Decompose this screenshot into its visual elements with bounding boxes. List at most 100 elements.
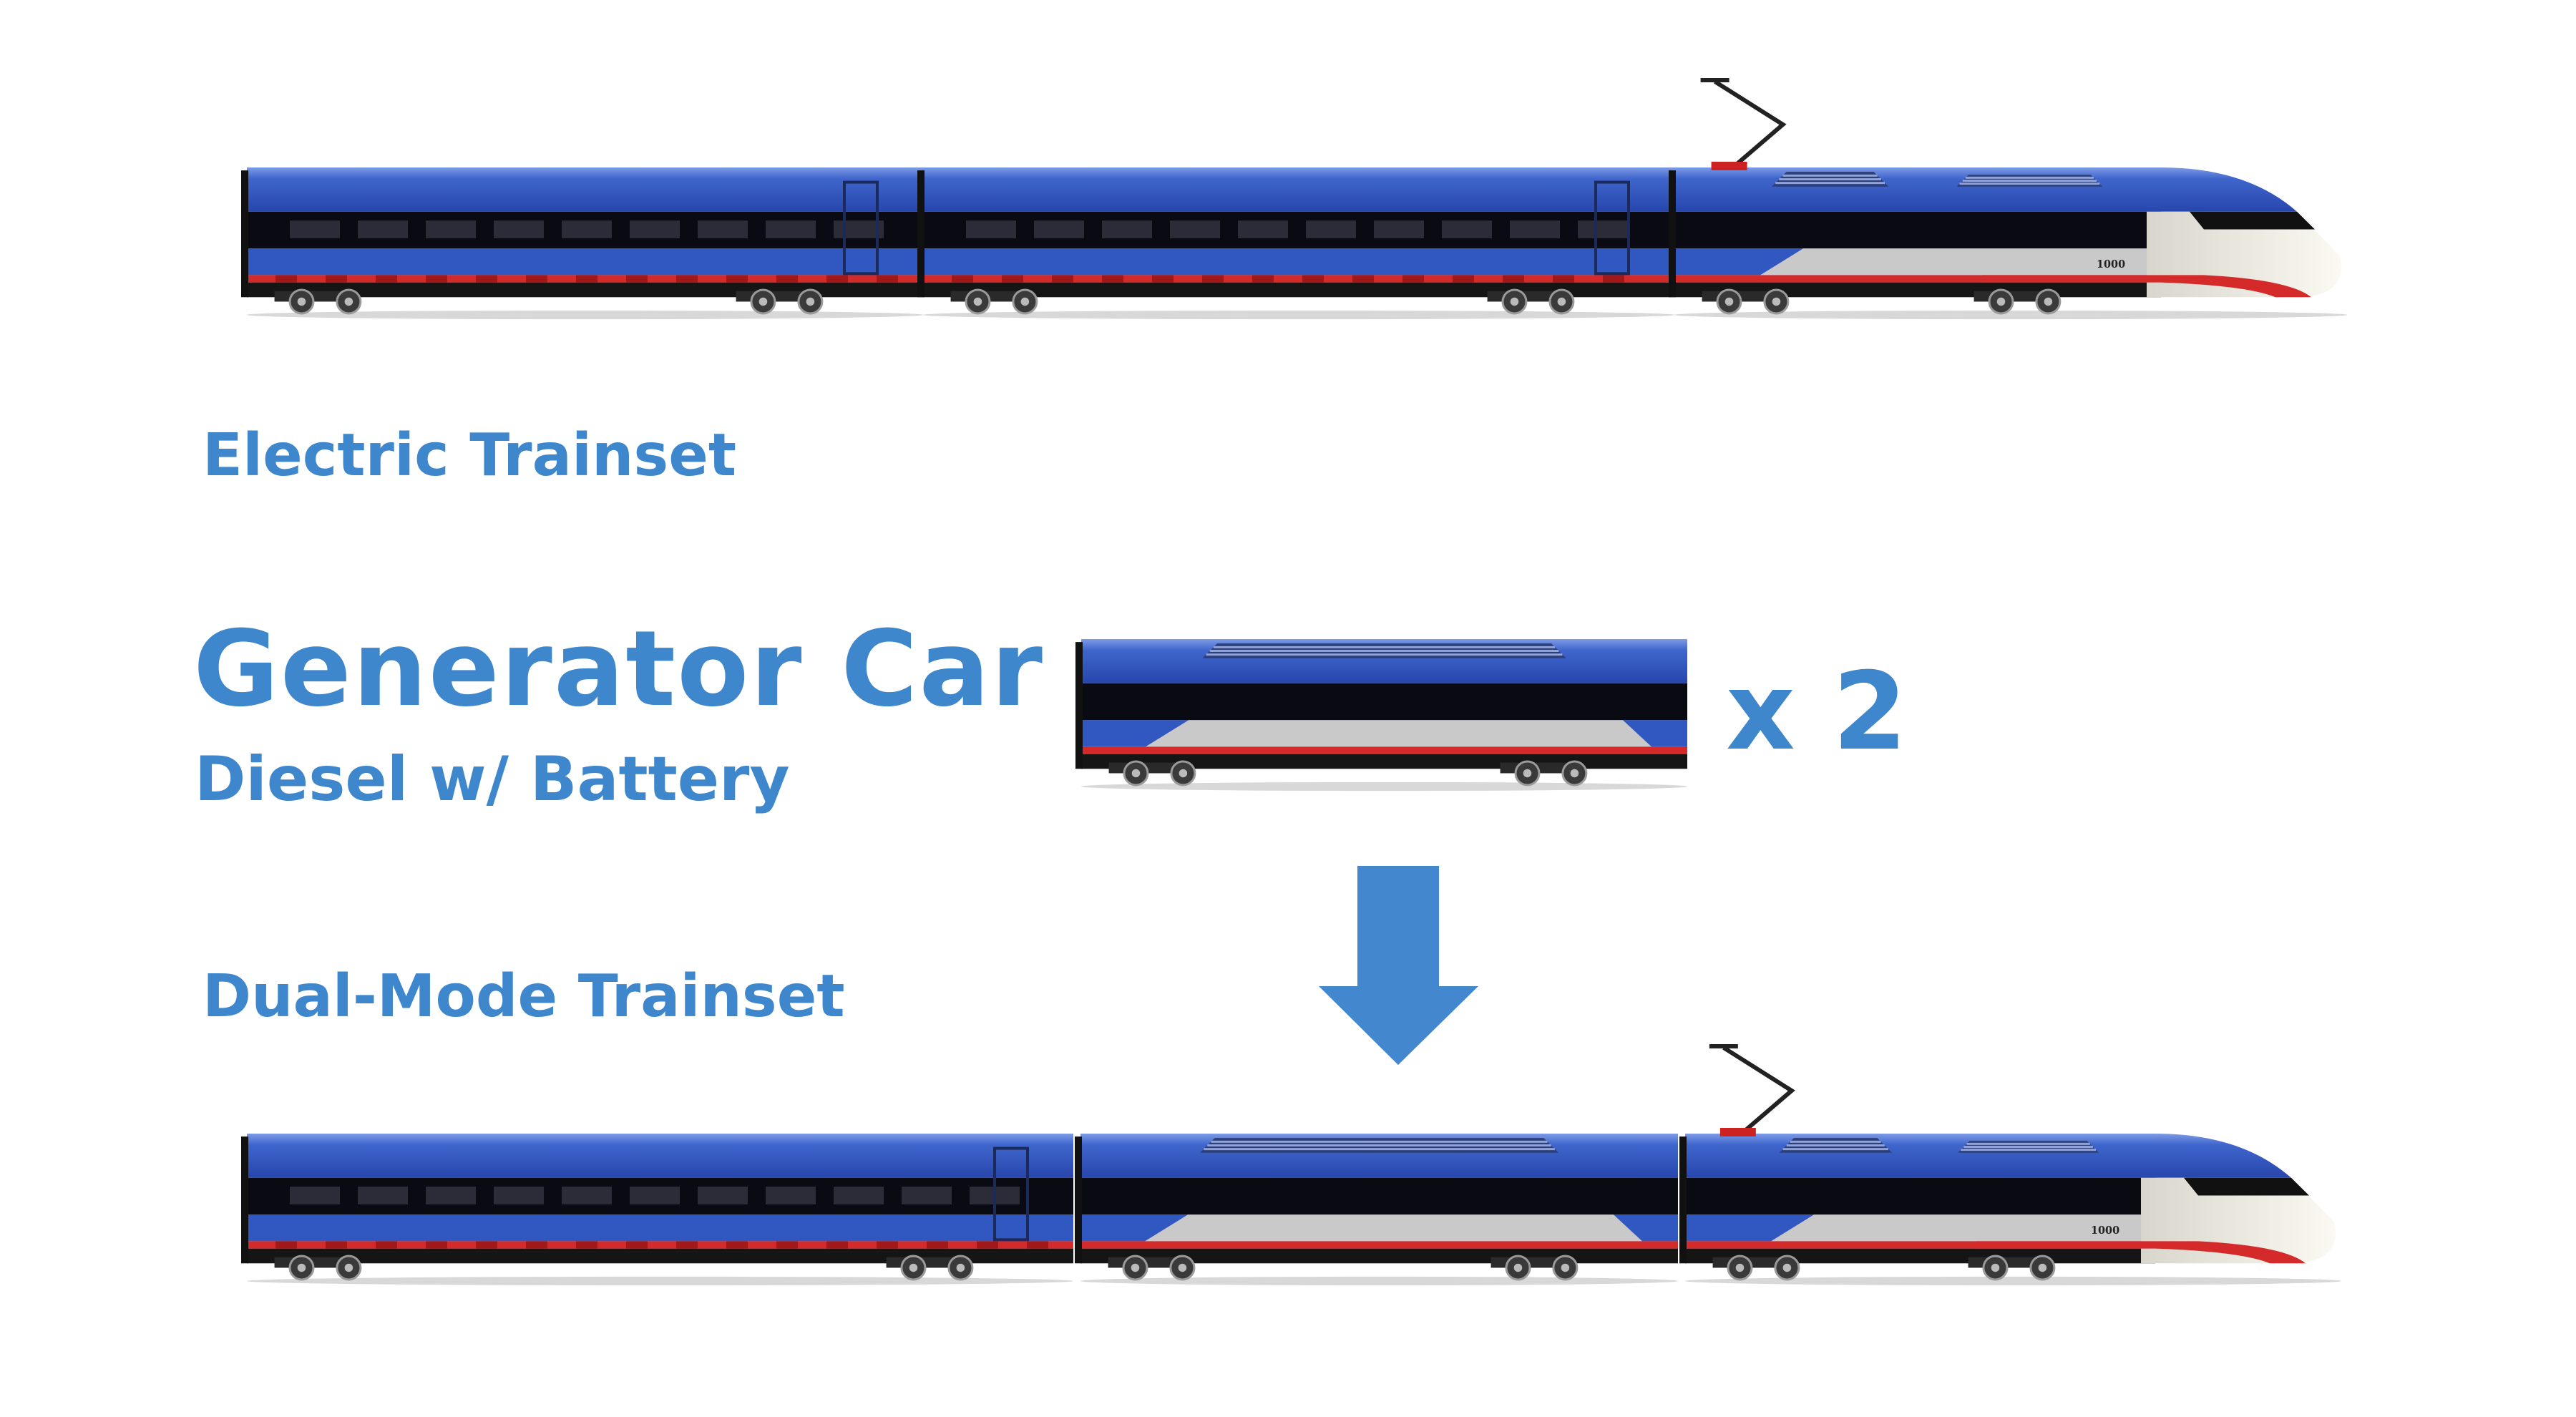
skirt-mark [576, 1241, 597, 1249]
window [562, 220, 612, 238]
skirt-mark [877, 275, 898, 283]
wheel-hub [758, 297, 768, 306]
skirt-mark [776, 275, 798, 283]
wheel-hub [1513, 1263, 1523, 1272]
train-number: 1000 [2097, 258, 2125, 271]
coach-car [917, 167, 1674, 320]
grey-side-panel [1760, 248, 2204, 276]
ground-shadow [923, 310, 1674, 320]
ground-shadow [1081, 781, 1687, 792]
generator-car [1075, 1134, 1678, 1286]
nose-roof [2155, 1134, 2291, 1178]
down-arrow-icon [1319, 866, 1478, 1065]
window [902, 1187, 952, 1204]
wheel-hub [1561, 1263, 1570, 1272]
wheel-hub [1782, 1263, 1792, 1272]
power-car: 1000 [1669, 78, 2347, 320]
window [426, 1187, 476, 1204]
cab-window [2190, 211, 2315, 230]
door [1594, 180, 1630, 276]
skirt-mark [927, 1241, 948, 1249]
pantograph [1722, 1046, 1795, 1136]
wheel-hub [2044, 297, 2053, 306]
grey-side-panel [1771, 1214, 2198, 1242]
skirt-mark [1252, 275, 1274, 283]
skirt-mark [776, 1241, 798, 1249]
red-stripe [247, 1241, 1073, 1249]
skirt-mark [826, 1241, 848, 1249]
skirt-mark [526, 275, 547, 283]
pantograph-base [1719, 1128, 1756, 1136]
window [698, 1187, 748, 1204]
ground-shadow [1685, 1276, 2341, 1286]
gangway [241, 170, 248, 298]
roof-band [1674, 167, 2161, 212]
window-band [1674, 211, 2161, 249]
coach-car [241, 1134, 1073, 1286]
window [630, 1187, 680, 1204]
wheel-hub [1557, 297, 1566, 306]
window [834, 1187, 884, 1204]
ground-shadow [1080, 1276, 1678, 1286]
skirt-mark [1002, 275, 1023, 283]
train-number: 1000 [2091, 1224, 2119, 1237]
door [993, 1146, 1029, 1242]
window [1238, 220, 1288, 238]
gangway [917, 170, 924, 298]
window [1374, 220, 1424, 238]
dual-mode-trainset-label: Dual-Mode Trainset [203, 963, 845, 1031]
lower-blue-band [923, 248, 1674, 276]
underframe [247, 1248, 1073, 1264]
skirt-mark [826, 275, 848, 283]
coach-car [241, 167, 923, 320]
window [494, 1187, 544, 1204]
roof-band [247, 1134, 1073, 1178]
window [1170, 220, 1220, 238]
skirt-mark [1152, 275, 1174, 283]
skirt-mark [877, 1241, 898, 1249]
skirt-mark [1553, 275, 1574, 283]
window [358, 220, 408, 238]
gangway [1669, 170, 1676, 298]
skirt-mark [1402, 275, 1424, 283]
skirt-mark [1603, 275, 1624, 283]
quantity-multiplier: x 2 [1726, 650, 1908, 774]
skirt-mark [1503, 275, 1524, 283]
wheel-hub [956, 1263, 965, 1272]
red-stripe [1081, 746, 1687, 754]
skirt-mark [275, 275, 297, 283]
wheel-hub [1996, 297, 2006, 306]
ground-shadow [247, 1276, 1073, 1286]
window [494, 220, 544, 238]
electric-trainset-image: 1000 [241, 78, 2347, 320]
skirt-mark [1302, 275, 1324, 283]
lower-blue-band [247, 1214, 1073, 1242]
red-stripe [1685, 1241, 2155, 1249]
skirt-mark [1453, 275, 1474, 283]
roof-band [923, 167, 1674, 212]
window [290, 220, 340, 238]
skirt-mark [676, 275, 698, 283]
roof-band [1685, 1134, 2155, 1178]
grey-side-panel [1145, 1214, 1642, 1242]
skirt-mark [726, 275, 748, 283]
skirt-mark [952, 275, 973, 283]
roof-band [247, 167, 923, 212]
dual-mode-trainset-image: 1000 [241, 1044, 2341, 1286]
wheel-hub [973, 297, 982, 306]
window [1102, 220, 1152, 238]
window [358, 1187, 408, 1204]
gangway [1075, 1136, 1082, 1264]
window-band [1081, 683, 1687, 721]
window [562, 1187, 612, 1204]
generator-car [1075, 639, 1687, 792]
generator-car-image [1075, 639, 1687, 792]
wheel-hub [1724, 297, 1734, 306]
power-car: 1000 [1679, 1044, 2341, 1286]
wheel-hub [297, 1263, 306, 1272]
skirt-mark [626, 1241, 648, 1249]
cab-window [2184, 1177, 2309, 1196]
skirt-mark [476, 1241, 497, 1249]
window [290, 1187, 340, 1204]
